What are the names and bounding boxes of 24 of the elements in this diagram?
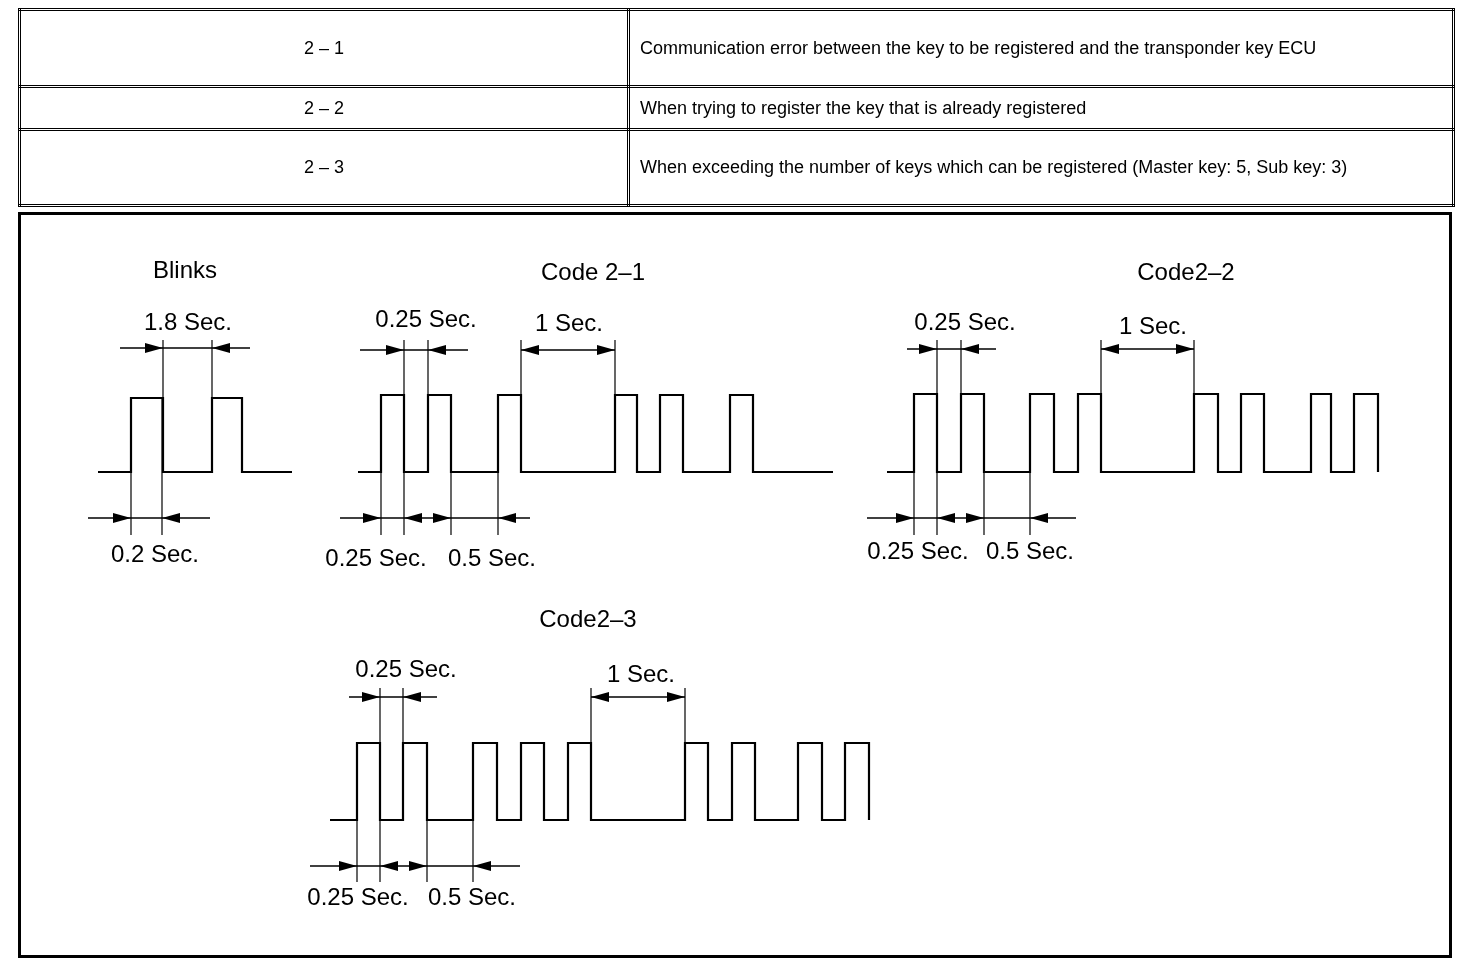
condition-text: When trying to register the key that is already registered <box>628 86 1454 130</box>
code-number: 2 – 2 <box>19 86 629 130</box>
code-number: 2 – 1 <box>19 9 629 87</box>
waveform-title: Blinks <box>153 256 217 284</box>
condition-text: Communication error between the key to be registered and the transponder key ECU <box>628 9 1454 87</box>
duration-label: 0.25 Sec. <box>307 883 409 911</box>
duration-label: 1.8 Sec. <box>143 308 233 336</box>
duration-label: 1 Sec. <box>535 309 603 337</box>
duration-label: 0.25 Sec. <box>325 544 427 572</box>
duration-label: 0.5 Sec. <box>985 537 1075 565</box>
duration-label: 0.25 Sec. <box>914 308 1016 336</box>
duration-label: 1 Sec. <box>607 660 675 688</box>
duration-label: 0.5 Sec. <box>427 883 517 911</box>
waveform-title: Code2–3 <box>539 605 637 633</box>
duration-label: 0.25 Sec. <box>375 305 477 333</box>
waveform-title: Code 2–1 <box>540 258 646 286</box>
duration-label: 0.25 Sec. <box>867 537 969 565</box>
waveform-title: Code2–2 <box>1137 258 1235 286</box>
code-number: 2 – 3 <box>19 129 629 206</box>
duration-label: 1 Sec. <box>1119 312 1187 340</box>
duration-label: 0.5 Sec. <box>447 544 537 572</box>
condition-text: When exceeding the number of keys which can be registered (Master key: 5, Sub key: 3) <box>628 129 1454 206</box>
duration-label: 0.25 Sec. <box>355 655 457 683</box>
duration-label: 0.2 Sec. <box>110 540 200 568</box>
